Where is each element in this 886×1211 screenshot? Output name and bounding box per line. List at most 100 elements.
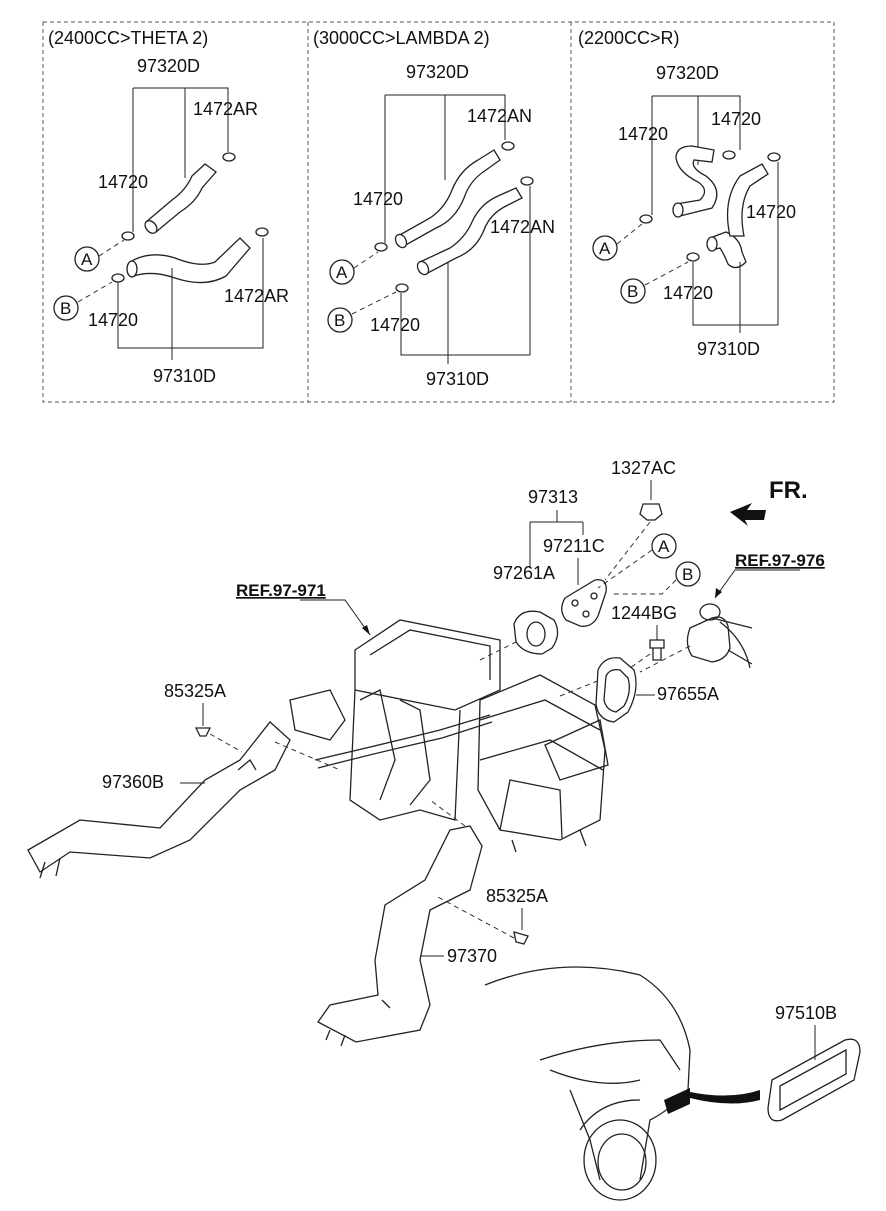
- clamp-right-label: 14720: [746, 202, 796, 222]
- leader: [597, 549, 653, 589]
- marker-b-text: B: [682, 565, 693, 584]
- hvac-feet: [511, 829, 587, 853]
- nut-label: 1327AC: [611, 458, 676, 478]
- marker-a: [329, 259, 355, 285]
- hvac-box: [544, 719, 609, 781]
- hvac-flange: [289, 689, 346, 741]
- connector-pipes: [711, 617, 753, 669]
- car-wheel: [583, 1119, 657, 1201]
- vent-grille: [779, 1048, 847, 1112]
- bolt-part: [649, 639, 665, 661]
- lower-hose-label: 97310D: [426, 369, 489, 389]
- hvac-top-detail: [369, 629, 491, 680]
- car-body: [569, 1089, 641, 1181]
- leader: [98, 239, 125, 257]
- variant-title: (2200CC>R): [578, 28, 680, 48]
- clamp: [722, 150, 736, 160]
- vent-location: [664, 1088, 690, 1114]
- vent-part: [767, 1038, 861, 1122]
- duct-left-detail: [39, 759, 257, 879]
- front-label: FR.: [769, 477, 808, 504]
- gasket-hole: [590, 592, 598, 600]
- lower-hose-label: 97310D: [153, 366, 216, 386]
- marker-b: [327, 307, 353, 333]
- marker-a-text: A: [81, 250, 93, 269]
- leader: [692, 162, 779, 326]
- gasket-c-part: [561, 579, 607, 627]
- gasket-group-label: 97313: [528, 487, 578, 507]
- leader: [429, 799, 466, 827]
- marker-b: [675, 561, 701, 587]
- car-roof: [484, 966, 691, 1181]
- clamp-upper-right-label: 14720: [711, 109, 761, 129]
- connector-cap: [699, 603, 721, 621]
- screw-lower-part: [513, 931, 529, 945]
- gasket-hole: [582, 610, 590, 618]
- variant-title: (3000CC>LAMBDA 2): [313, 28, 490, 48]
- marker-b-text: B: [60, 299, 71, 318]
- arrow-head-icon: [362, 625, 370, 635]
- clamp: [111, 273, 125, 283]
- variant-r: (2200CC>R) 97320D 14720 14720 14720 A B …: [578, 28, 796, 359]
- duct-left-part: [27, 721, 291, 873]
- hvac-cable: [314, 714, 491, 761]
- marker-a-text: A: [336, 263, 348, 282]
- leader: [479, 639, 521, 661]
- screw-upper-part: [194, 727, 212, 737]
- marker-b: [620, 278, 646, 304]
- leader: [385, 94, 506, 140]
- clamp-upper-label: 1472AR: [193, 99, 258, 119]
- ref-left-label: REF.97-971: [236, 581, 326, 600]
- clamp: [255, 227, 269, 237]
- hvac-unit: [289, 619, 609, 853]
- front-direction: FR.: [730, 477, 808, 526]
- variant-theta2: (2400CC>THETA 2) 97320D 1472AR 14720 A B…: [48, 28, 289, 386]
- gasket-a-label: 97261A: [493, 563, 555, 583]
- car-outline: [484, 966, 760, 1201]
- clamp: [767, 152, 781, 162]
- leader: [604, 521, 651, 581]
- duct-center-part: [317, 825, 483, 1043]
- grommet-part: [595, 657, 637, 723]
- grommet-inner: [603, 668, 630, 713]
- leader: [117, 238, 264, 349]
- leader: [77, 281, 113, 303]
- leader: [400, 186, 531, 356]
- gasket-a-part: [513, 610, 559, 655]
- hvac-body-left: [349, 689, 461, 821]
- clamp: [639, 214, 653, 224]
- hose-end: [416, 260, 430, 276]
- upper-hose-label: 97320D: [406, 62, 469, 82]
- clamp: [686, 252, 700, 262]
- upper-hose: [397, 149, 501, 247]
- marker-b: [53, 295, 79, 321]
- marker-b-text: B: [627, 282, 638, 301]
- clamp-a-label: 14720: [98, 172, 148, 192]
- marker-a-text: A: [599, 239, 611, 258]
- marker-b-text: B: [334, 311, 345, 330]
- hvac-cable-2: [317, 721, 493, 769]
- variant-lambda2: (3000CC>LAMBDA 2) 97320D 1472AN 14720 14…: [313, 28, 555, 389]
- leader: [274, 741, 341, 771]
- hose-end: [672, 202, 684, 218]
- front-arrow-icon: [730, 503, 766, 526]
- clamp-upper-left-label: 14720: [618, 124, 668, 144]
- car-window: [539, 1039, 681, 1084]
- bolt-label: 1244BG: [611, 603, 677, 623]
- nut-part: [639, 503, 663, 521]
- leader: [351, 291, 397, 315]
- leader: [616, 223, 643, 245]
- clamp-lower-label: 1472AN: [490, 217, 555, 237]
- hose-end: [706, 236, 718, 252]
- arrow-head-icon: [715, 588, 722, 598]
- screw-upper-label: 85325A: [164, 681, 226, 701]
- marker-a: [592, 235, 618, 261]
- clamp: [395, 283, 409, 293]
- duct-center-label: 97370: [447, 946, 497, 966]
- leader: [353, 251, 379, 269]
- clamp-lower-label: 1472AR: [224, 286, 289, 306]
- marker-a: [74, 246, 100, 272]
- clamp-b-label: 14720: [663, 283, 713, 303]
- duct-left-label: 97360B: [102, 772, 164, 792]
- leader: [435, 895, 515, 939]
